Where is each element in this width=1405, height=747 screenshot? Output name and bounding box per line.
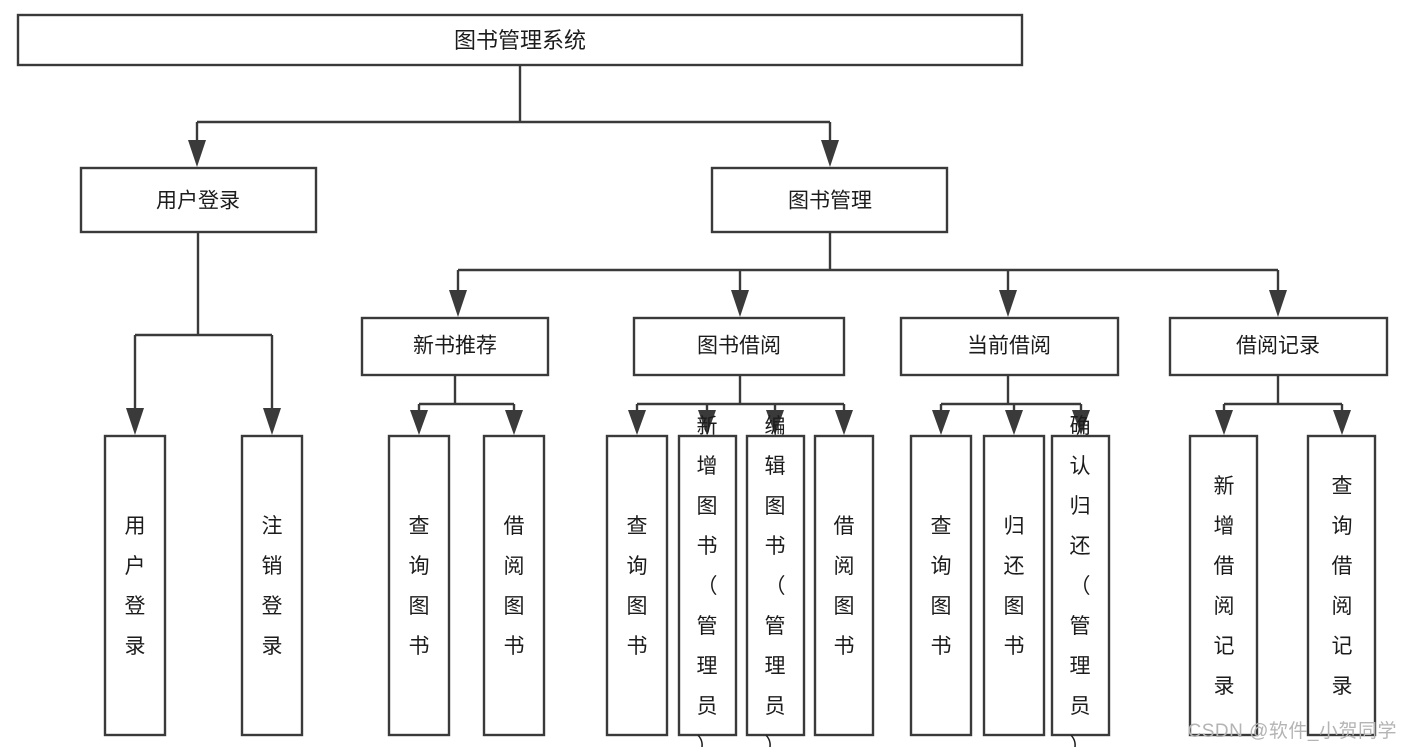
leaf-return-book-label: 归还图书: [1004, 515, 1025, 658]
leaf-query-book-current-label: 查询图书: [931, 515, 952, 658]
leaf-logout-box[interactable]: [240, 434, 304, 737]
leaf-query-book-borrow[interactable]: 查询图书: [605, 434, 669, 737]
leaf-return-book[interactable]: 归还图书: [982, 434, 1046, 737]
leaf-confirm-return-admin-label: 确认归还（管理员）: [1070, 415, 1091, 747]
leaf-confirm-return-admin[interactable]: 确认归还（管理员）: [1050, 415, 1111, 747]
leaf-add-borrow-record-label: 新增借阅记录: [1214, 475, 1235, 698]
leaf-borrow-book-box[interactable]: [813, 434, 875, 737]
node-borrow-record-label: 借阅记录: [1236, 335, 1320, 358]
arrow-head-leaf-edit-book: [766, 410, 784, 435]
arrow-head-leaf-query-book-1: [410, 410, 428, 435]
arrow-head-book-mgmt: [821, 140, 839, 167]
arrow-head-leaf-borrow-book-2: [835, 410, 853, 435]
node-new-book-recommend-label: 新书推荐: [413, 335, 497, 358]
leaf-logout[interactable]: 注销登录: [240, 434, 304, 737]
node-user-login-label: 用户登录: [156, 190, 240, 213]
arrow-head-leaf-query-record: [1333, 410, 1351, 435]
leaf-query-book-current-box[interactable]: [909, 434, 973, 737]
node-current-borrow-box[interactable]: [899, 316, 1120, 377]
leaf-borrow-book[interactable]: 借阅图书: [813, 434, 875, 737]
connector-layer: [126, 65, 1351, 435]
leaf-query-book-rec-label: 查询图书: [409, 515, 430, 658]
leaf-query-borrow-record-label: 查询借阅记录: [1332, 475, 1353, 698]
arrow-head-leaf-query-book-2: [628, 410, 646, 435]
node-new-book-recommend-box[interactable]: [360, 316, 550, 377]
node-root[interactable]: 图书管理系统: [16, 13, 1024, 67]
leaf-edit-book-admin-box[interactable]: [745, 434, 806, 737]
leaf-logout-label: 注销登录: [262, 515, 283, 658]
node-book-management[interactable]: 图书管理: [710, 166, 949, 234]
arrow-head-leaf-query-book-3: [932, 410, 950, 435]
arrow-head-leaf-add-book: [698, 410, 716, 435]
leaf-edit-book-admin[interactable]: 编辑图书（管理员）: [745, 415, 806, 747]
leaf-edit-book-admin-label: 编辑图书（管理员）: [765, 415, 786, 747]
leaf-user-login[interactable]: 用户登录: [103, 434, 167, 737]
leaf-user-login-label: 用户登录: [125, 515, 146, 658]
node-root-box[interactable]: [16, 13, 1024, 67]
leaf-confirm-return-admin-box[interactable]: [1050, 434, 1111, 737]
leaf-borrow-book-rec-label: 借阅图书: [504, 515, 525, 658]
leaf-borrow-book-rec-box[interactable]: [482, 434, 546, 737]
node-book-borrow-label: 图书借阅: [697, 335, 781, 358]
node-borrow-record-box[interactable]: [1168, 316, 1389, 377]
node-current-borrow-label: 当前借阅: [967, 335, 1051, 358]
leaf-query-book-borrow-label: 查询图书: [627, 515, 648, 658]
node-new-book-recommend[interactable]: 新书推荐: [360, 316, 550, 377]
arrow-head-current-borrow: [999, 290, 1017, 317]
watermark-label: CSDN @软件_小贺同学: [1187, 721, 1397, 742]
node-user-login[interactable]: 用户登录: [79, 166, 318, 234]
leaf-add-book-admin[interactable]: 新增图书（管理员）: [677, 415, 738, 747]
arrow-head-borrow-record: [1269, 290, 1287, 317]
arrow-head-leaf-add-record: [1215, 410, 1233, 435]
leaf-borrow-book-rec[interactable]: 借阅图书: [482, 434, 546, 737]
arrow-head-leaf-user-login: [126, 408, 144, 435]
leaf-query-book-rec-box[interactable]: [387, 434, 451, 737]
leaf-query-book-borrow-box[interactable]: [605, 434, 669, 737]
node-root-label: 图书管理系统: [454, 28, 586, 53]
node-user-login-box[interactable]: [79, 166, 318, 234]
leaf-add-borrow-record-box[interactable]: [1188, 434, 1259, 737]
leaf-add-book-admin-box[interactable]: [677, 434, 738, 737]
leaf-add-book-admin-label: 新增图书（管理员）: [697, 415, 718, 747]
arrow-head-book-borrow: [731, 290, 749, 317]
leaf-return-book-box[interactable]: [982, 434, 1046, 737]
leaf-borrow-book-label: 借阅图书: [834, 515, 855, 658]
arrow-head-leaf-return-book: [1005, 410, 1023, 435]
leaf-query-book-current[interactable]: 查询图书: [909, 434, 973, 737]
node-book-borrow[interactable]: 图书借阅: [632, 316, 846, 377]
arrow-head-leaf-borrow-book-1: [505, 410, 523, 435]
arrow-head-leaf-confirm-return: [1072, 410, 1090, 435]
arrow-head-user-login: [188, 140, 206, 167]
node-book-management-label: 图书管理: [788, 190, 872, 213]
node-borrow-record[interactable]: 借阅记录: [1168, 316, 1389, 377]
node-book-management-box[interactable]: [710, 166, 949, 234]
leaf-add-borrow-record[interactable]: 新增借阅记录: [1188, 434, 1259, 737]
leaf-user-login-box[interactable]: [103, 434, 167, 737]
node-current-borrow[interactable]: 当前借阅: [899, 316, 1120, 377]
arrow-head-new-book-rec: [449, 290, 467, 317]
leaf-query-borrow-record[interactable]: 查询借阅记录: [1306, 434, 1377, 737]
leaf-query-borrow-record-box[interactable]: [1306, 434, 1377, 737]
node-book-borrow-box[interactable]: [632, 316, 846, 377]
arrow-head-leaf-logout: [263, 408, 281, 435]
leaf-query-book-rec[interactable]: 查询图书: [387, 434, 451, 737]
